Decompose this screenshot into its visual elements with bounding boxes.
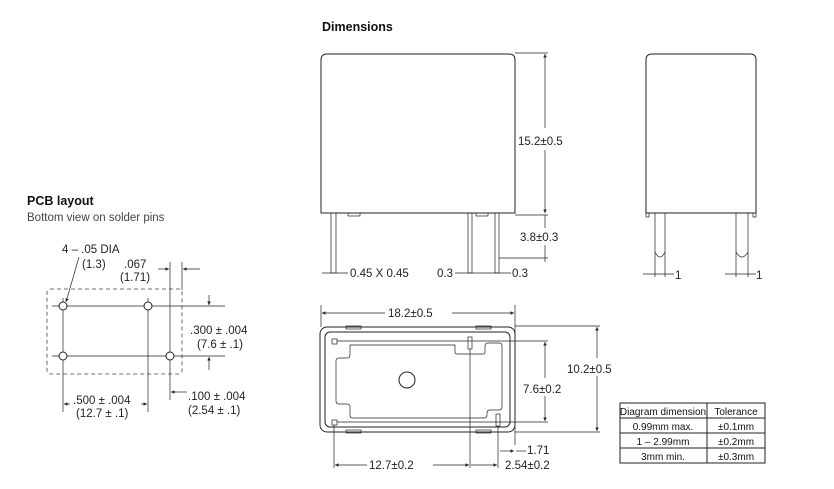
tolerance-table: Diagram dimension Tolerance 0.99mm max. …	[619, 402, 766, 464]
short-pitch-in-label: .100 ± .004	[188, 391, 246, 403]
long-pitch-mm-label: (12.7 ± .1)	[76, 408, 129, 420]
depth-label: 10.2±0.5	[567, 364, 612, 376]
hole-dia-label: 4 – .05 DIA	[62, 244, 120, 256]
pin-offset-label: 1.71	[527, 445, 549, 457]
dimensions-title: Dimensions	[322, 20, 393, 34]
pin-pitch-short-label: 2.54±0.2	[505, 460, 550, 472]
offset-in-label: .067	[124, 259, 146, 271]
bottom-view: 18.2±0.5 7.6±0.2 10.2±0.5 1.71 12.7±0.2 …	[319, 305, 612, 472]
hole-dia-mm-label: (1.3)	[82, 259, 106, 271]
table-cell: 1 – 2.99mm	[637, 437, 690, 448]
table-cell: ±0.3mm	[718, 452, 754, 463]
front-view: 15.2±0.5 3.8±0.3 0.45 X 0.45 0.3 0.3	[320, 52, 563, 280]
row-spacing-in-label: .300 ± .004	[190, 325, 248, 337]
side-view: 1 1	[643, 53, 762, 282]
pin-gap-left-label: 0.3	[437, 268, 453, 280]
pin-size-label: 0.45 X 0.45	[350, 268, 409, 280]
row-spacing-mm-label: (7.6 ± .1)	[197, 339, 243, 351]
offset-mm-label: (1.71)	[120, 272, 150, 284]
long-pitch-in-label: .500 ± .004	[73, 395, 131, 407]
pin-length-label: 3.8±0.3	[520, 232, 558, 244]
height-label: 15.2±0.5	[518, 136, 563, 148]
pin-row-spacing-label: 7.6±0.2	[523, 384, 561, 396]
width-label: 18.2±0.5	[388, 308, 433, 320]
table-header-dimension: Diagram dimension	[620, 407, 706, 418]
pin-gap-right-label: 0.3	[512, 268, 528, 280]
table-cell: 0.99mm max.	[633, 422, 694, 433]
table-cell: ±0.1mm	[718, 422, 754, 433]
pcb-layout-title: PCB layout	[27, 194, 95, 208]
table-cell: 3mm min.	[641, 452, 685, 463]
side-pin-left-label: 1	[675, 270, 681, 282]
pcb-layout: PCB layout Bottom view on solder pins 4 …	[27, 194, 248, 420]
table-header-tolerance: Tolerance	[714, 407, 758, 418]
pcb-layout-subtitle: Bottom view on solder pins	[27, 212, 165, 224]
pin-pitch-long-label: 12.7±0.2	[369, 460, 414, 472]
side-pin-right-label: 1	[756, 270, 762, 282]
table-cell: ±0.2mm	[718, 437, 754, 448]
short-pitch-mm-label: (2.54 ± .1)	[188, 405, 241, 417]
